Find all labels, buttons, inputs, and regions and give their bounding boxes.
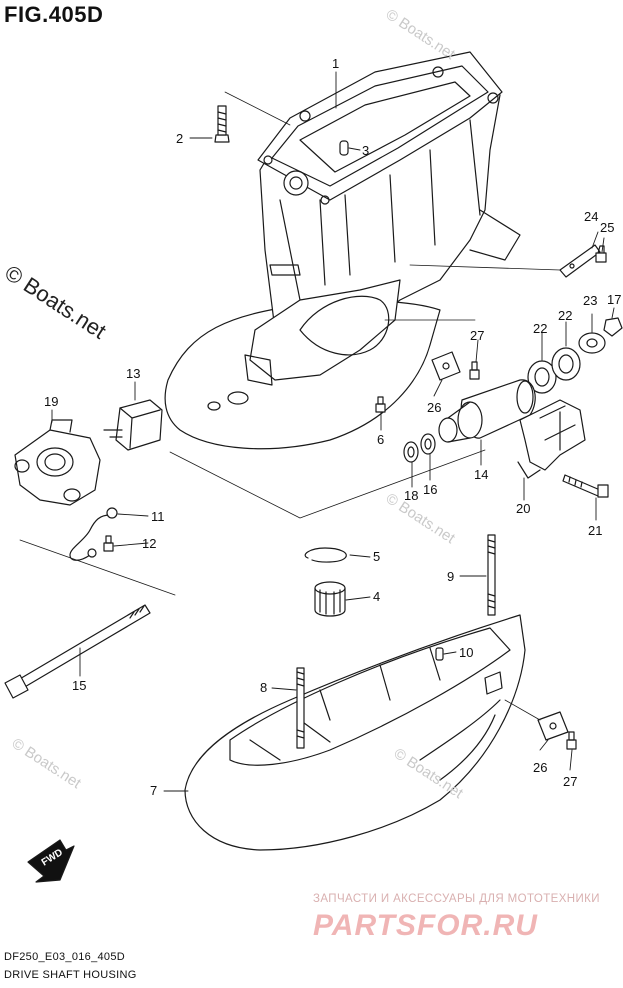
callout-27-a: 27 (470, 328, 484, 343)
clamp-part-19[interactable] (14, 419, 101, 506)
drive-shaft-housing-lower[interactable] (184, 614, 526, 851)
callout-17: 17 (607, 292, 621, 307)
connector-part-13[interactable] (103, 399, 163, 451)
drive-shaft-housing-upper[interactable] (164, 51, 521, 450)
rubber-block-part-26-upper[interactable] (431, 351, 461, 381)
ground-wire-part-11[interactable] (69, 507, 118, 561)
callout-5: 5 (373, 549, 380, 564)
bracket-part-24[interactable] (559, 244, 601, 278)
screw-part-25[interactable] (595, 245, 607, 263)
callout-10: 10 (459, 645, 473, 660)
callout-3: 3 (362, 143, 369, 158)
washer-part-23[interactable] (578, 332, 606, 354)
callout-12: 12 (142, 536, 156, 551)
callout-13: 13 (126, 366, 140, 381)
screw-part-6[interactable] (375, 396, 386, 413)
callout-7: 7 (150, 783, 157, 798)
callout-18: 18 (404, 488, 418, 503)
callout-22-b: 22 (558, 308, 572, 323)
long-bolt-part-15[interactable] (4, 604, 151, 699)
leader-lines (51, 71, 615, 792)
callout-14: 14 (474, 467, 488, 482)
diagram-name: DRIVE SHAFT HOUSING (4, 969, 137, 981)
rubber-block-part-26-lower[interactable] (537, 711, 569, 741)
callout-22-a: 22 (533, 321, 547, 336)
washer-part-22-b[interactable] (551, 347, 581, 381)
callout-6: 6 (377, 432, 384, 447)
screw-part-12[interactable] (103, 535, 114, 552)
washer-part-18[interactable] (403, 441, 419, 463)
washer-part-16[interactable] (420, 433, 436, 455)
callout-2: 2 (176, 131, 183, 146)
shop-tagline: ЗАПЧАСТИ И АКСЕССУАРЫ ДЛЯ МОТОТЕХНИКИ (313, 893, 600, 905)
callout-21: 21 (588, 523, 602, 538)
bolt-part-2[interactable] (214, 105, 230, 143)
shop-logo: PARTSFOR.RU (313, 909, 538, 942)
callout-4: 4 (373, 589, 380, 604)
callout-1: 1 (332, 56, 339, 71)
figure-title: FIG.405D (4, 2, 104, 27)
screw-part-27-lower[interactable] (566, 731, 577, 750)
callout-11: 11 (151, 509, 165, 524)
callout-19: 19 (44, 394, 58, 409)
callout-24: 24 (584, 209, 598, 224)
callout-8: 8 (260, 680, 267, 695)
diagram-code: DF250_E03_016_405D (4, 951, 125, 963)
callout-25: 25 (600, 220, 614, 235)
washer-part-22-a[interactable] (527, 360, 557, 394)
callout-26-b: 26 (533, 760, 547, 775)
circlip-part-5[interactable] (304, 547, 347, 563)
bushing-part-4[interactable] (314, 581, 346, 617)
callout-16: 16 (423, 482, 437, 497)
fwd-arrow-icon: FWD (27, 839, 75, 883)
stud-part-9[interactable] (487, 534, 496, 616)
nut-part-17[interactable] (603, 317, 623, 337)
callout-26-a: 26 (427, 400, 441, 415)
callout-labels: 1 2 3 4 5 6 7 8 9 10 11 12 13 14 15 16 1… (44, 56, 621, 798)
rubber-mount-part-14[interactable] (438, 379, 536, 443)
bolt-part-21[interactable] (562, 474, 609, 498)
callout-9: 9 (447, 569, 454, 584)
callout-23: 23 (583, 293, 597, 308)
stud-part-8[interactable] (296, 667, 305, 749)
callout-27-b: 27 (563, 774, 577, 789)
callout-20: 20 (516, 501, 530, 516)
callout-15: 15 (72, 678, 86, 693)
mount-cover-part-20[interactable] (517, 399, 586, 479)
screw-part-27-upper[interactable] (469, 361, 480, 380)
